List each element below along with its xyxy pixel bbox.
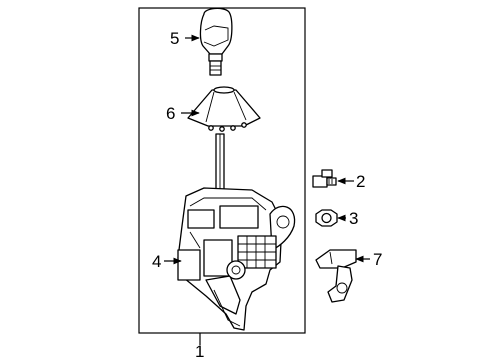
- nut[interactable]: [315, 209, 338, 227]
- callout-5: 5: [170, 29, 179, 48]
- detent-grille: [237, 235, 277, 269]
- callout-4: 4: [152, 252, 161, 271]
- shift-knob[interactable]: [199, 7, 233, 76]
- callout-6: 6: [166, 104, 175, 123]
- bolt[interactable]: [312, 169, 337, 188]
- cable-bracket[interactable]: [315, 249, 357, 303]
- shift-boot[interactable]: [187, 86, 261, 132]
- callout-2: 2: [356, 172, 365, 191]
- callout-3: 3: [349, 209, 358, 228]
- shifter-assembly[interactable]: [177, 187, 296, 331]
- callout-7: 7: [373, 250, 382, 269]
- shift-lever-shaft: [215, 133, 225, 195]
- callout-1: 1: [195, 342, 204, 360]
